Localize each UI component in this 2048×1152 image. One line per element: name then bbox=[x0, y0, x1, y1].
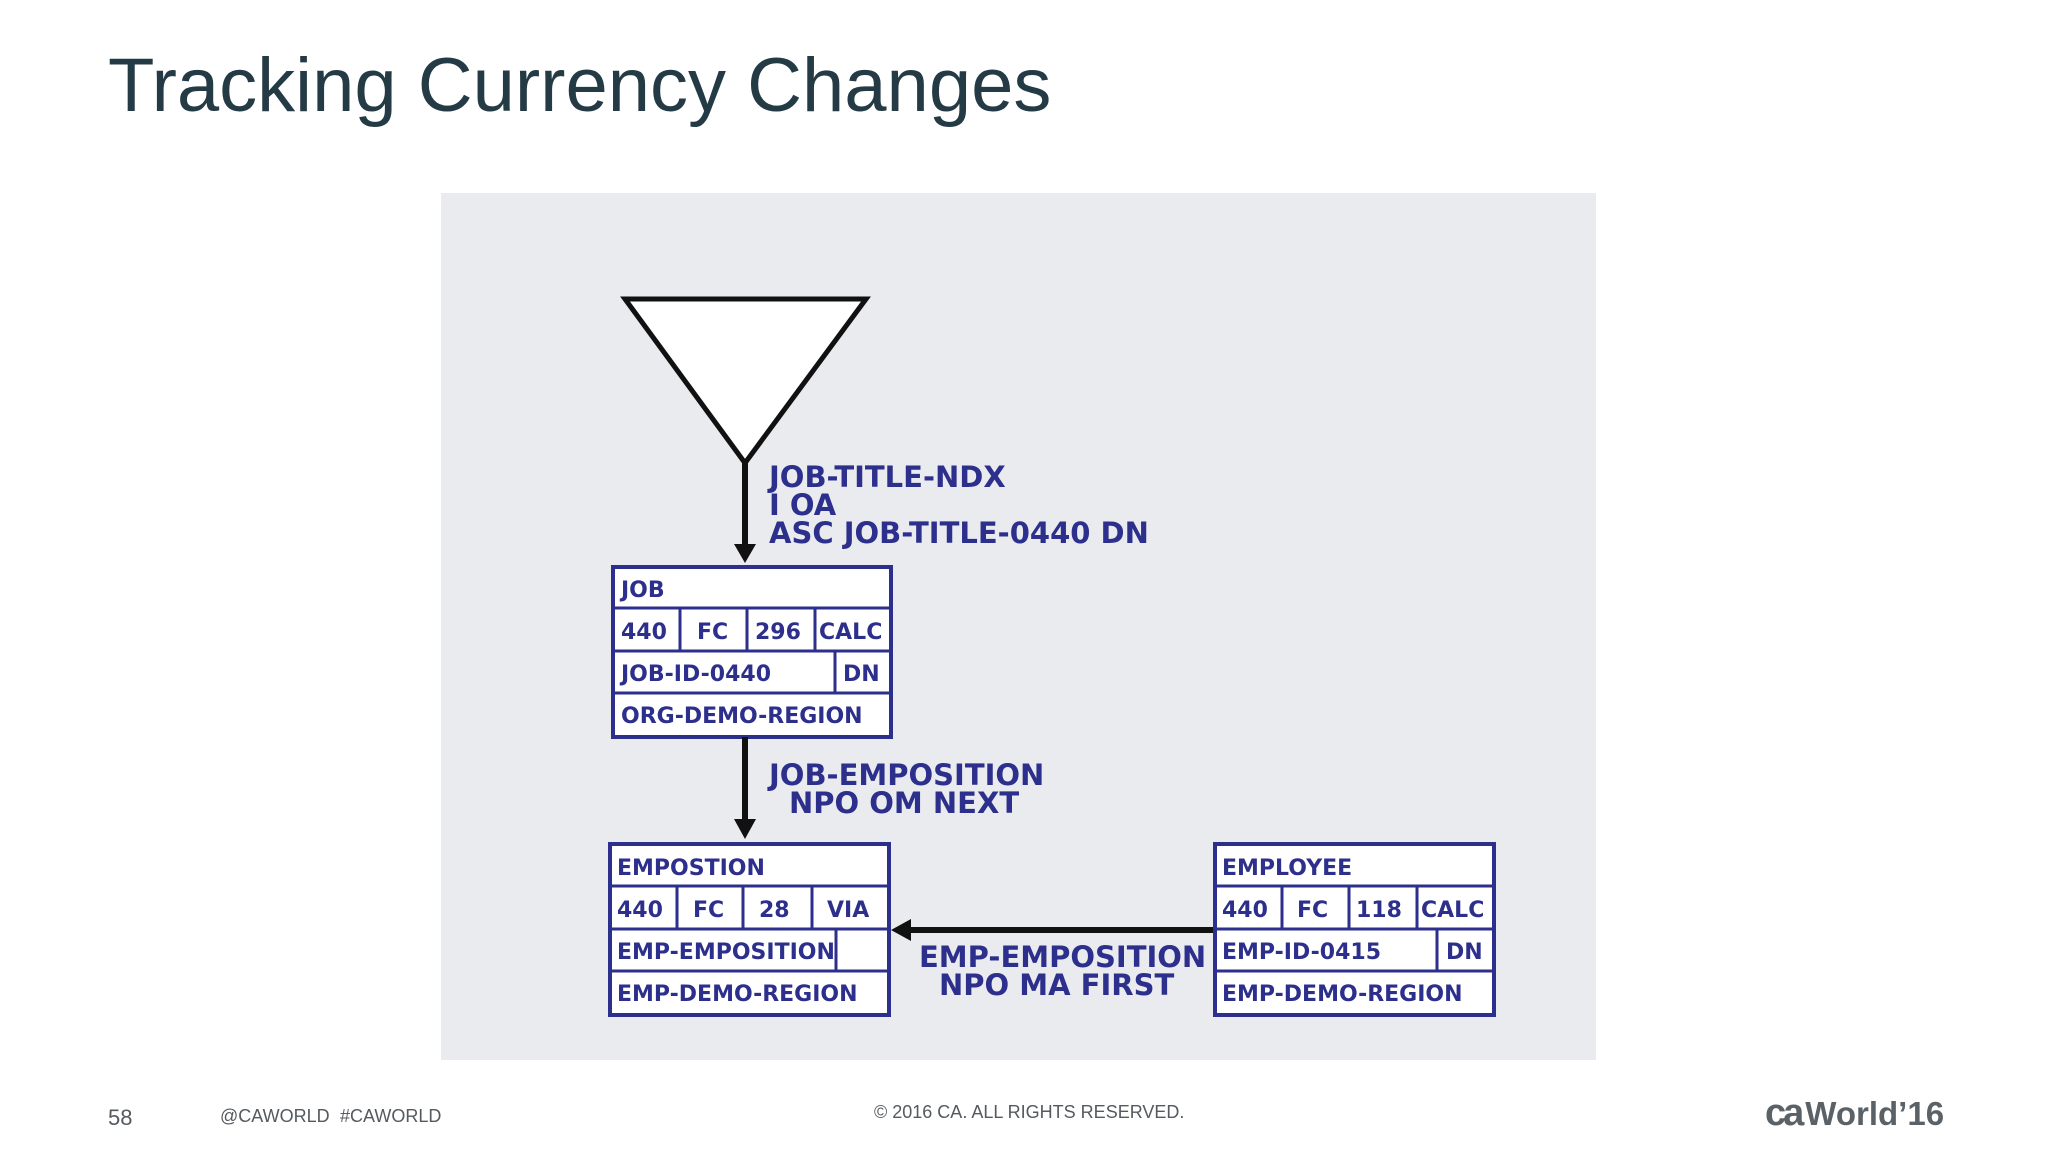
copyright-notice: © 2016 CA. ALL RIGHTS RESERVED. bbox=[874, 1102, 1185, 1122]
hashtag: #CAWORLD bbox=[340, 1106, 442, 1126]
emposition-record-id: 440 bbox=[617, 898, 663, 923]
index-arrow-head bbox=[734, 544, 756, 563]
emposition-record-name: EMPOSTION bbox=[617, 856, 765, 881]
job-emposition-set-order: NPO OM NEXT bbox=[789, 786, 1019, 820]
logo-year-text: ’16 bbox=[1898, 1095, 1945, 1132]
twitter-handle: @CAWORLD bbox=[220, 1106, 330, 1126]
emposition-record-location: VIA bbox=[827, 898, 869, 923]
emposition-record-mode: FC bbox=[693, 898, 724, 923]
job-emposition-set-name: JOB-EMPOSITION bbox=[767, 758, 1044, 792]
slide-title: Tracking Currency Changes bbox=[108, 43, 1052, 128]
job-record-mode: FC bbox=[697, 620, 728, 645]
index-name-label: JOB-TITLE-NDX bbox=[767, 460, 1006, 494]
emposition-record-length: 28 bbox=[759, 898, 790, 923]
index-triangle bbox=[620, 296, 871, 468]
job-record-duplicates: DN bbox=[843, 662, 880, 687]
emposition-record-via-set: EMP-EMPOSITION bbox=[617, 940, 835, 965]
ca-logo-mark: ca bbox=[1765, 1092, 1804, 1134]
job-record-calc-key: JOB-ID-0440 bbox=[619, 662, 771, 687]
logo-world-text: World bbox=[1805, 1095, 1899, 1132]
job-record-location: CALC bbox=[819, 620, 882, 645]
employee-record-area: EMP-DEMO-REGION bbox=[1222, 982, 1463, 1007]
employee-record-duplicates: DN bbox=[1446, 940, 1483, 965]
emposition-record: EMPOSTION 440 FC 28 VIA EMP-EMPOSITION E… bbox=[608, 842, 891, 1017]
job-record-area: ORG-DEMO-REGION bbox=[621, 704, 863, 729]
emp-emposition-set-name: EMP-EMPOSITION bbox=[919, 940, 1206, 974]
employee-record-id: 440 bbox=[1222, 898, 1268, 923]
emp-emposition-set-order: NPO MA FIRST bbox=[939, 968, 1174, 1002]
bachman-diagram: JOB-TITLE-NDX I OA ASC JOB-TITLE-0440 DN… bbox=[608, 296, 1496, 1017]
employee-record-name: EMPLOYEE bbox=[1222, 856, 1352, 881]
employee-record: EMPLOYEE 440 FC 118 CALC EMP-ID-0415 DN … bbox=[1213, 842, 1496, 1017]
job-record-id: 440 bbox=[621, 620, 667, 645]
ca-world-logo: ca World ’16 bbox=[1765, 1092, 1944, 1136]
employee-record-mode: FC bbox=[1297, 898, 1328, 923]
emp-emposition-arrow-head bbox=[891, 919, 911, 941]
job-record: JOB 440 FC 296 CALC JOB-ID-0440 DN ORG-D… bbox=[611, 565, 893, 739]
emposition-record-area: EMP-DEMO-REGION bbox=[617, 982, 858, 1007]
diagram-panel: JOB-TITLE-NDX I OA ASC JOB-TITLE-0440 DN… bbox=[441, 193, 1596, 1060]
index-mode-label: I OA bbox=[769, 488, 837, 522]
index-order-label: ASC JOB-TITLE-0440 DN bbox=[769, 516, 1149, 550]
job-emposition-arrow-head bbox=[734, 819, 756, 839]
employee-record-calc-key: EMP-ID-0415 bbox=[1222, 940, 1381, 965]
job-record-name: JOB bbox=[619, 578, 665, 603]
employee-record-length: 118 bbox=[1356, 898, 1402, 923]
job-record-length: 296 bbox=[755, 620, 801, 645]
employee-record-location: CALC bbox=[1421, 898, 1484, 923]
page-number: 58 bbox=[108, 1105, 133, 1130]
